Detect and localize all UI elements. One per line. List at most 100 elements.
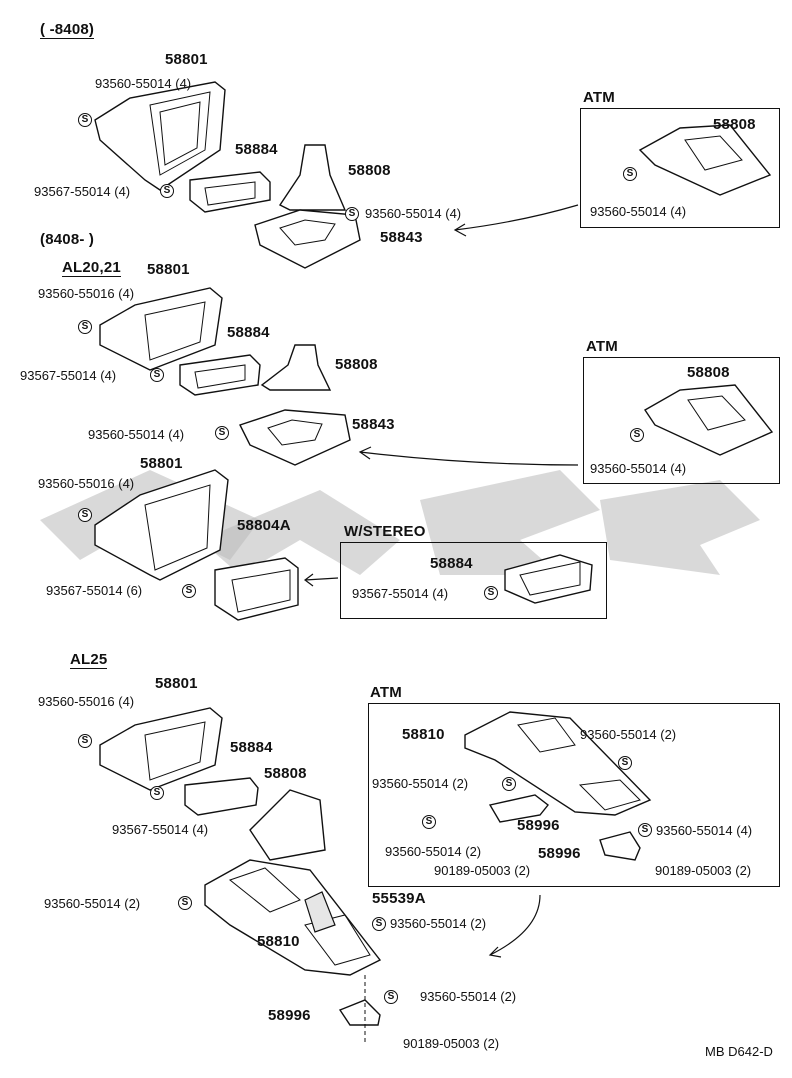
- arrow-atm1: [453, 204, 579, 237]
- label-screw-stereo: 93567-55014 (4): [352, 586, 449, 601]
- bezel-58801-s3: [94, 469, 229, 581]
- label-58808-s1: 58808: [348, 162, 391, 179]
- label-screw-s4-e: 93560-55014 (2): [420, 989, 517, 1004]
- label-58884-s2: 58884: [227, 324, 270, 341]
- label-screw-s1-c: 93560-55014 (4): [365, 206, 462, 221]
- label-screw-atm3-d: 93560-55014 (2): [385, 844, 482, 859]
- atm1-cover-58808: [638, 124, 772, 196]
- screw-icon: S: [484, 586, 498, 600]
- label-screw-atm3-b: 93560-55014 (2): [372, 776, 469, 791]
- box-58884-s2: [179, 354, 261, 396]
- screw-icon: S: [623, 167, 637, 181]
- boot-58808-s4: [249, 789, 326, 861]
- screw-icon: S: [345, 207, 359, 221]
- screw-icon: S: [150, 368, 164, 382]
- section2-model: AL20,21: [62, 259, 121, 277]
- label-58884-s1: 58884: [235, 141, 278, 158]
- arrow-atm2: [358, 446, 579, 466]
- bezel-58801-s1: [94, 81, 226, 191]
- box-58884-s1: [189, 171, 271, 213]
- screw-icon: S: [160, 184, 174, 198]
- box-58804a: [214, 557, 299, 621]
- stereo-box-58884: [504, 554, 593, 604]
- label-screw-s2-c: 93560-55014 (4): [88, 427, 185, 442]
- label-screw-s4-a: 93560-55016 (4): [38, 694, 135, 709]
- label-screw-atm3-c: 93560-55014 (4): [656, 823, 753, 838]
- stereo-box: [340, 542, 607, 619]
- screw-icon: S: [630, 428, 644, 442]
- box-58884-s4: [184, 777, 259, 816]
- bezel-58801-s2: [99, 287, 223, 371]
- label-58884-stereo: 58884: [430, 555, 473, 572]
- atm3-box: [368, 703, 780, 887]
- arrow-stereo: [304, 573, 339, 587]
- screw-icon: S: [150, 786, 164, 800]
- label-58808-s4: 58808: [264, 765, 307, 782]
- screw-icon: S: [502, 777, 516, 791]
- label-nut-atm3-a: 90189-05003 (2): [434, 863, 531, 878]
- label-screw-s1-b: 93567-55014 (4): [34, 184, 131, 199]
- label-55539a: 55539A: [372, 890, 426, 907]
- bezel-58801-s4: [99, 707, 223, 791]
- screw-icon: S: [78, 734, 92, 748]
- bracket-58996-s4: [338, 999, 381, 1026]
- atm2-title: ATM: [586, 338, 618, 355]
- label-58801-s2: 58801: [147, 261, 190, 278]
- label-screw-atm1: 93560-55014 (4): [590, 204, 687, 219]
- atm1-title: ATM: [583, 89, 615, 106]
- label-58810-atm3: 58810: [402, 726, 445, 743]
- boot-58808-s2: [260, 344, 332, 391]
- label-screw-s2-b: 93567-55014 (4): [20, 368, 117, 383]
- atm3-bracket-58996-left: [488, 794, 549, 823]
- screw-icon: S: [78, 113, 92, 127]
- stereo-title: W/STEREO: [344, 523, 426, 540]
- atm3-bracket-58996-right: [599, 831, 641, 861]
- screw-icon: S: [178, 896, 192, 910]
- atm2-box: [583, 357, 780, 484]
- atm2-cover-58808: [644, 384, 774, 456]
- label-58884-s4: 58884: [230, 739, 273, 756]
- label-screw-atm3-a: 93560-55014 (2): [580, 727, 677, 742]
- screw-icon: S: [78, 508, 92, 522]
- diagram-code: MB D642-D: [705, 1044, 773, 1059]
- screw-icon: S: [182, 584, 196, 598]
- section1-date-range: ( -8408): [40, 21, 95, 39]
- label-screw-s4-c: 93560-55014 (2): [44, 896, 141, 911]
- label-58801-s1: 58801: [165, 51, 208, 68]
- label-58808-atm2: 58808: [687, 364, 730, 381]
- cover-58843-s1: [254, 209, 361, 269]
- screw-icon: S: [372, 917, 386, 931]
- label-screw-atm2: 93560-55014 (4): [590, 461, 687, 476]
- label-screw-s3-b: 93567-55014 (6): [46, 583, 143, 598]
- label-nut-atm3-b: 90189-05003 (2): [655, 863, 752, 878]
- atm3-console-58810: [464, 711, 652, 816]
- atm1-box: [580, 108, 780, 228]
- label-58996-s4: 58996: [268, 1007, 311, 1024]
- label-58996-atm3-b: 58996: [538, 845, 581, 862]
- screw-icon: S: [384, 990, 398, 1004]
- screw-icon: S: [215, 426, 229, 440]
- screw-icon: S: [422, 815, 436, 829]
- screw-icon: S: [638, 823, 652, 837]
- label-58843-s1: 58843: [380, 229, 423, 246]
- label-58843-s2: 58843: [352, 416, 395, 433]
- section2-date-range: (8408- ): [40, 231, 95, 248]
- screw-icon: S: [618, 756, 632, 770]
- label-screw-s4-d: 93560-55014 (2): [390, 916, 487, 931]
- label-nut-s4: 90189-05003 (2): [403, 1036, 500, 1051]
- arrow-atm3: [488, 894, 541, 958]
- label-58810-s4: 58810: [257, 933, 300, 950]
- label-screw-s3-a: 93560-55016 (4): [38, 476, 135, 491]
- label-screw-s4-b: 93567-55014 (4): [112, 822, 209, 837]
- label-58808-atm1: 58808: [713, 116, 756, 133]
- label-58801-s4: 58801: [155, 675, 198, 692]
- console-58810-s4: [204, 859, 382, 976]
- label-58996-atm3-a: 58996: [517, 817, 560, 834]
- label-screw-s1-a: 93560-55014 (4): [95, 76, 192, 91]
- label-58804a: 58804A: [237, 517, 291, 534]
- cover-58843-s2: [239, 409, 351, 466]
- atm3-title: ATM: [370, 684, 402, 701]
- label-58808-s2: 58808: [335, 356, 378, 373]
- boot-58808-s1: [278, 144, 347, 211]
